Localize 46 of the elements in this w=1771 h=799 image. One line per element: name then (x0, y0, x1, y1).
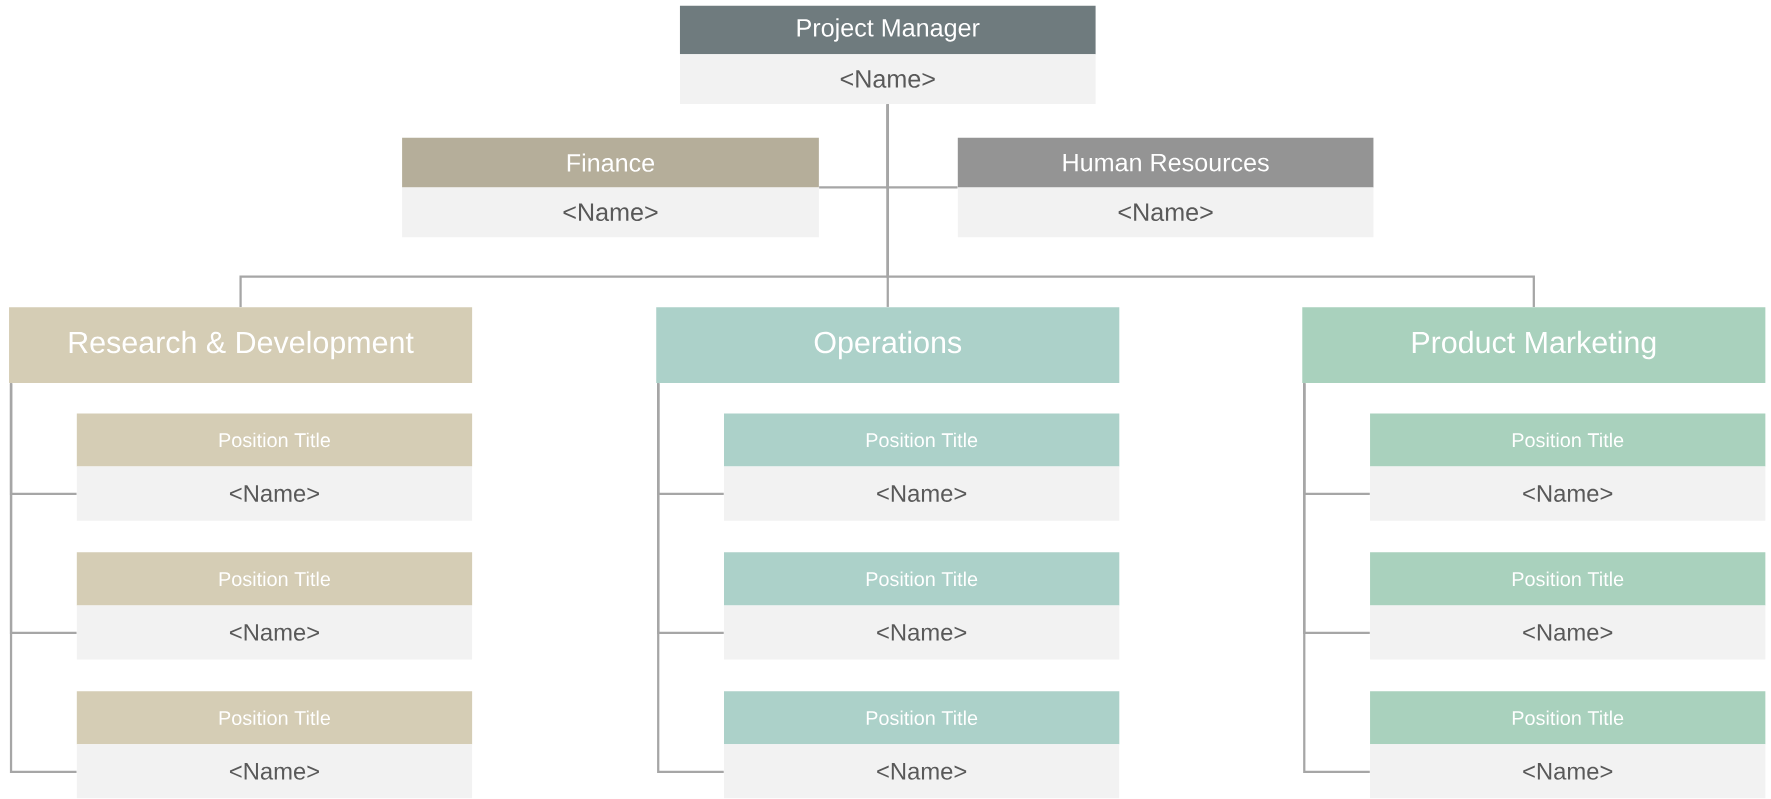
name-label: <Name> (1118, 203, 1213, 222)
org-card (402, 138, 819, 238)
name-label: <Name> (1523, 624, 1613, 642)
header-label: Finance (567, 153, 655, 173)
name-label: <Name> (230, 485, 319, 503)
name-label: <Name> (840, 70, 935, 89)
org-card (656, 307, 1120, 384)
name-label: <Name> (230, 624, 319, 642)
header-label: Operations (814, 331, 962, 360)
header-label: Project Manager (797, 18, 980, 42)
header-label: Position Title (219, 710, 330, 726)
org-card (724, 413, 1120, 521)
org-card (76, 552, 473, 660)
header-label: Position Title (1512, 432, 1624, 448)
connector-line (657, 383, 724, 774)
header-label: Position Title (219, 571, 330, 587)
org-card (1370, 691, 1766, 799)
org-card (9, 307, 473, 384)
connector-line (9, 383, 77, 774)
header-label: Human Resources (1063, 154, 1269, 172)
header-label: Product Marketing (1412, 331, 1656, 360)
org-card (76, 413, 473, 521)
org-card (1302, 307, 1766, 384)
name-label: <Name> (563, 203, 658, 222)
header-label: Position Title (1512, 710, 1624, 726)
org-card (1370, 413, 1766, 521)
header-label: Position Title (866, 432, 978, 448)
header-label: Position Title (866, 710, 978, 726)
name-label: <Name> (1523, 485, 1613, 503)
name-label: <Name> (230, 763, 319, 780)
connector-line (886, 104, 1535, 308)
org-card (1370, 552, 1766, 660)
name-label: <Name> (877, 624, 967, 642)
org-card (957, 138, 1374, 238)
name-label: <Name> (877, 485, 967, 503)
header-label: Position Title (219, 432, 330, 448)
org-card (679, 5, 1096, 105)
org-card (724, 552, 1120, 660)
name-label: <Name> (1523, 763, 1613, 780)
org-card (724, 691, 1120, 799)
header-label: Research & Development (69, 331, 414, 360)
header-label: Position Title (1512, 571, 1624, 587)
name-label: <Name> (877, 763, 967, 780)
connector-line (1303, 383, 1370, 774)
header-label: Position Title (866, 571, 978, 587)
org-card (76, 691, 473, 799)
